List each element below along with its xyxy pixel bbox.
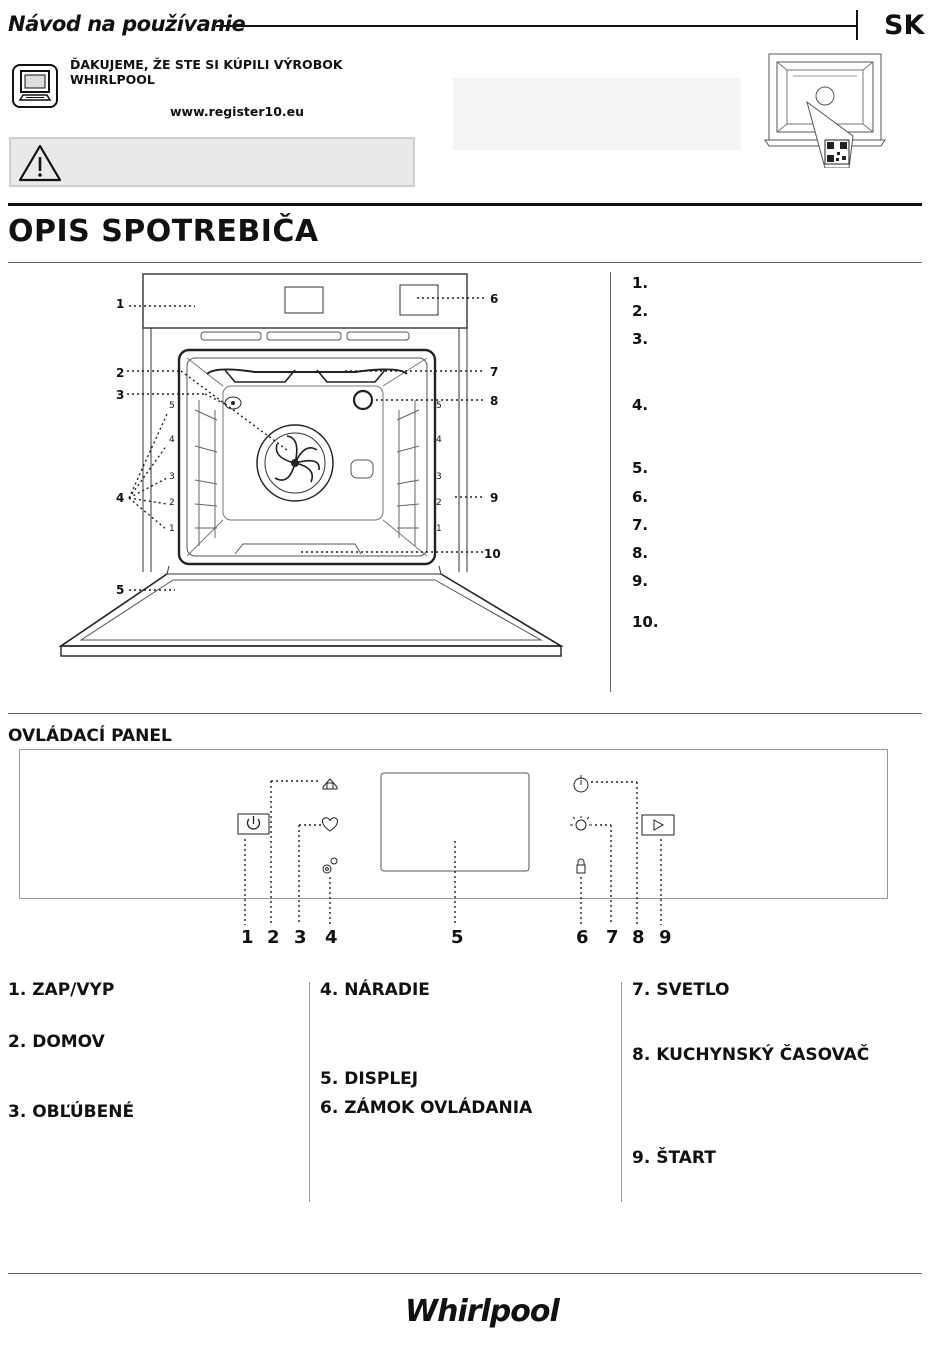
oven-qr-illustration: [764, 53, 886, 168]
light-icon: [570, 816, 592, 831]
callout-2: 2: [116, 366, 125, 380]
section-divider: [8, 262, 922, 263]
panel-callout-2: 2: [267, 927, 280, 948]
thanks-line-1: ĎAKUJEME, ŽE STE SI KÚPILI VÝROBOK: [70, 57, 343, 72]
callout-3: 3: [116, 388, 125, 402]
item-display: 5. DISPLEJ: [320, 1069, 419, 1089]
item-home: 2. DOMOV: [8, 1032, 105, 1052]
shelf-left-4: 4: [169, 435, 175, 445]
shelf-right-2: 2: [436, 498, 442, 508]
warning-triangle-icon: [18, 144, 62, 182]
start-icon: [641, 814, 675, 836]
shelf-right-5: 5: [436, 401, 442, 411]
panel-callout-8: 8: [632, 927, 645, 948]
thanks-line-2: WHIRLPOOL: [70, 72, 155, 87]
list-number-3: 3.: [632, 330, 649, 348]
callout-6: 6: [490, 292, 499, 306]
shelf-left-3: 3: [169, 472, 175, 482]
register-url[interactable]: www.register10.eu: [170, 104, 305, 119]
shelf-left-1: 1: [169, 524, 175, 534]
timer-icon: [573, 775, 589, 793]
panel-callout-6: 6: [576, 927, 589, 948]
header-rule: [216, 25, 856, 27]
blank-panel: [453, 78, 741, 150]
section-divider: [8, 713, 922, 714]
item-start: 9. ŠTART: [632, 1148, 716, 1168]
item-control-lock: 6. ZÁMOK OVLÁDANIA: [320, 1098, 533, 1118]
panel-callout-7: 7: [606, 927, 619, 948]
list-number-2: 2.: [632, 302, 649, 320]
callout-4: 4: [116, 491, 125, 505]
panel-callout-4: 4: [325, 927, 338, 948]
callout-1: 1: [116, 297, 125, 311]
language-code: SK: [884, 10, 925, 41]
shelf-left-2: 2: [169, 498, 175, 508]
warning-box: [9, 137, 415, 187]
section-rule: [8, 203, 922, 206]
shelf-left-5: 5: [169, 401, 175, 411]
gear-icon: [322, 857, 338, 874]
control-panel-frame: [19, 749, 888, 899]
shelf-right-1: 1: [436, 524, 442, 534]
callout-9: 9: [490, 491, 499, 505]
callout-5: 5: [116, 583, 125, 597]
manual-title: Návod na používanie: [8, 12, 246, 36]
item-on-off: 1. ZAP/VYP: [8, 980, 115, 1000]
footer-rule: [8, 1273, 922, 1274]
item-kitchen-timer: 8. KUCHYNSKÝ ČASOVAČ: [632, 1045, 870, 1065]
column-divider: [621, 982, 622, 1202]
home-icon: [322, 778, 338, 790]
header-rule-end: [856, 10, 858, 40]
callout-8: 8: [490, 394, 499, 408]
list-number-7: 7.: [632, 516, 649, 534]
lock-icon: [576, 858, 586, 874]
panel-callout-5: 5: [451, 927, 464, 948]
heart-icon: [321, 817, 339, 832]
callout-10: 10: [484, 547, 501, 561]
item-light: 7. SVETLO: [632, 980, 730, 1000]
list-number-9: 9.: [632, 572, 649, 590]
control-panel-diagram: [237, 772, 675, 925]
panel-callout-9: 9: [659, 927, 672, 948]
list-number-1: 1.: [632, 274, 649, 292]
callout-7: 7: [490, 365, 499, 379]
panel-callout-1: 1: [241, 927, 254, 948]
item-favourites: 3. OBĽÚBENÉ: [8, 1102, 135, 1122]
list-number-8: 8.: [632, 544, 649, 562]
list-number-4: 4.: [632, 396, 649, 414]
shelf-right-3: 3: [436, 472, 442, 482]
qr-code-icon: [824, 139, 850, 165]
column-divider: [610, 272, 611, 692]
whirlpool-logo: Whirlpool: [405, 1294, 560, 1329]
thanks-text: ĎAKUJEME, ŽE STE SI KÚPILI VÝROBOK WHIRL…: [70, 57, 343, 87]
section-title-appliance: OPIS SPOTREBIČA: [8, 214, 319, 249]
item-tools: 4. NÁRADIE: [320, 980, 430, 1000]
list-number-10: 10.: [632, 613, 659, 631]
column-divider: [309, 982, 310, 1202]
panel-callout-3: 3: [294, 927, 307, 948]
oven-diagram: [58, 273, 564, 657]
section-title-control-panel: OVLÁDACÍ PANEL: [8, 726, 172, 746]
power-icon: [237, 813, 270, 835]
shelf-right-4: 4: [436, 435, 442, 445]
list-number-6: 6.: [632, 488, 649, 506]
monitor-icon: [12, 64, 58, 108]
list-number-5: 5.: [632, 459, 649, 477]
